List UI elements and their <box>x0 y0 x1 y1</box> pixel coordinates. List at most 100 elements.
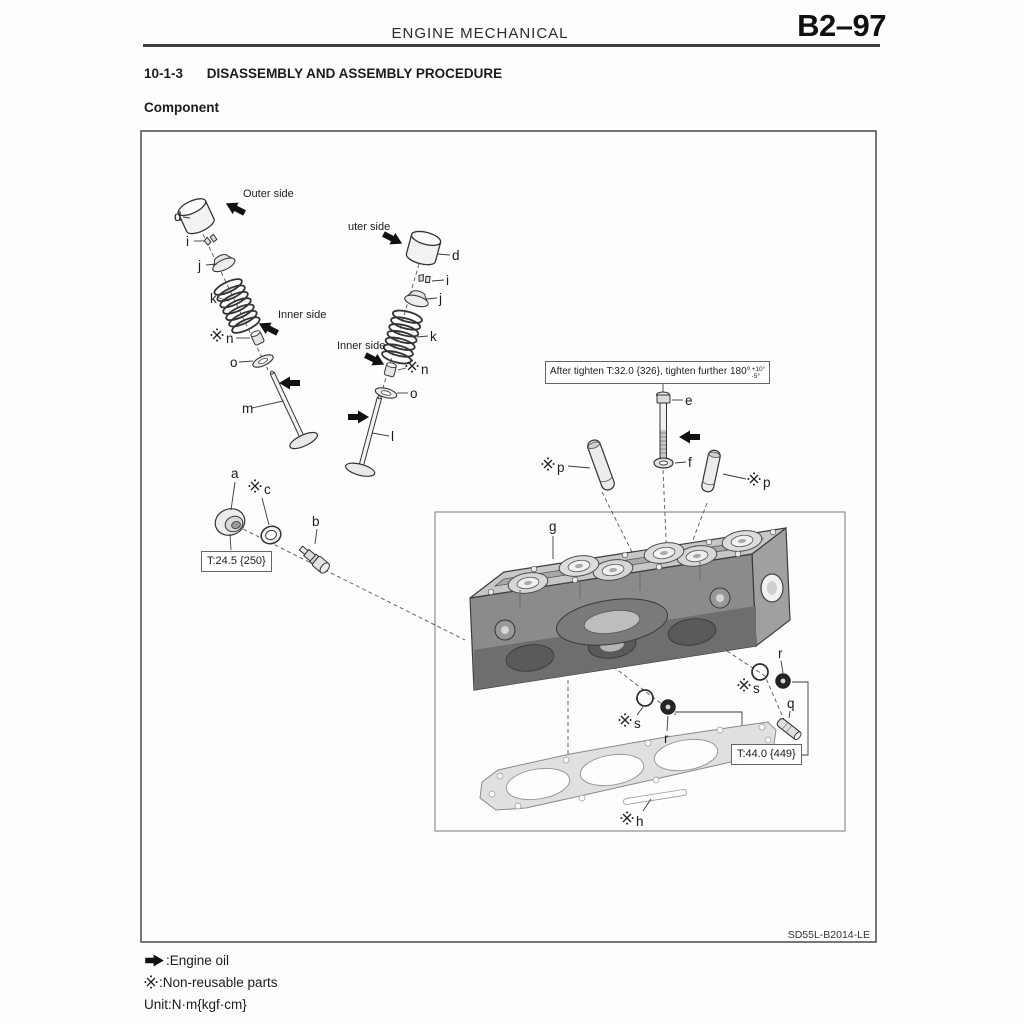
part-label-n-right: n <box>421 362 429 377</box>
header-rule <box>143 44 880 47</box>
part-label-o-left: o <box>230 355 238 370</box>
cylinder-head-box <box>434 511 846 832</box>
stud-b <box>298 545 330 574</box>
head-bolt-e <box>656 391 671 459</box>
head-bolt-group <box>587 382 721 493</box>
stud-torque-text: T:44.0 {449} <box>737 748 796 760</box>
oil-arrow-icon <box>222 197 248 219</box>
bolt-washer-f <box>653 457 674 469</box>
tolerance-minus: -5° <box>751 372 761 380</box>
head-front-face-details <box>474 562 756 690</box>
page-number: B2–97 <box>797 8 886 43</box>
part-label-s-lower: s <box>634 716 641 731</box>
part-label-r-lower: r <box>664 731 669 746</box>
snap-ring-lower <box>636 689 654 707</box>
engine-oil-arrow-icon <box>145 953 164 967</box>
right-seal-parts <box>636 663 809 756</box>
snap-ring-right <box>751 663 769 681</box>
inner-side-label-left: Inner side <box>278 309 326 321</box>
part-label-b: b <box>312 514 320 529</box>
legend-unit: Unit:N·m{kgf·cm} <box>144 993 278 1015</box>
callout-stud-torque: T:44.0 {449} <box>731 744 802 765</box>
part-label-i-left: i <box>186 234 189 249</box>
legend-engine-oil-text: :Engine oil <box>166 952 230 968</box>
non-reusable-icon <box>247 478 263 494</box>
part-label-j-left: j <box>197 258 201 273</box>
valve-stem-seal-left <box>250 330 265 346</box>
callout-plug-torque: T:24.5 {250} <box>201 551 272 572</box>
oil-arrow-icon <box>679 430 700 444</box>
stud-q <box>776 718 802 741</box>
non-reusable-icon <box>540 456 556 472</box>
non-reusable-icon <box>746 471 762 487</box>
plug-and-stud-group <box>214 508 330 574</box>
tolerance-plus: +10° <box>751 366 766 373</box>
non-reusable-icon <box>619 810 635 826</box>
head-gasket <box>479 721 777 811</box>
non-reusable-icon <box>144 975 158 989</box>
valve-assembly-exhaust <box>177 198 319 450</box>
oil-arrow-icon <box>279 376 300 390</box>
head-right-face-hole <box>760 573 784 603</box>
valve-left <box>269 370 319 450</box>
section-title: DISASSEMBLY AND ASSEMBLY PROCEDURE <box>206 66 503 81</box>
part-label-n-left: n <box>226 331 234 346</box>
part-label-c: c <box>264 482 271 497</box>
part-label-h: h <box>636 814 644 829</box>
legend-non-reusable: :Non-reusable parts <box>144 971 278 993</box>
non-reusable-icon <box>736 677 752 693</box>
spring-retainer-left <box>212 253 236 273</box>
legend-non-reusable-text: :Non-reusable parts <box>159 974 278 990</box>
part-label-l: l <box>391 429 394 444</box>
part-label-i-right: i <box>446 273 449 288</box>
valve-lifter-right <box>405 230 442 266</box>
part-label-o-right: o <box>410 386 418 401</box>
valve-right <box>345 395 382 477</box>
part-label-j-right: j <box>438 291 442 306</box>
part-label-e: e <box>685 393 693 408</box>
figure-frame <box>140 130 877 943</box>
part-label-f: f <box>688 455 692 470</box>
callout-head-bolt-torque: After tighten T:32.0 {326}, tighten furt… <box>545 361 771 384</box>
part-label-q: q <box>787 696 795 711</box>
part-label-d-right: d <box>452 248 460 263</box>
dowel-pin-right <box>701 449 721 493</box>
spring-retainer-right <box>404 290 429 308</box>
head-bolt-torque-text: After tighten T:32.0 {326}, tighten furt… <box>550 366 751 377</box>
valve-assembly-intake <box>345 230 442 477</box>
valve-stem-seal-right <box>383 362 397 378</box>
figure-legend: :Engine oil :Non-reusable parts Unit:N·m… <box>144 949 278 1015</box>
legend-engine-oil: :Engine oil <box>144 949 278 971</box>
non-reusable-icon <box>404 358 420 374</box>
leader-lines <box>182 216 791 812</box>
part-label-k-right: k <box>430 329 437 344</box>
legend-unit-text: Unit:N·m{kgf·cm} <box>144 996 247 1012</box>
non-reusable-icon <box>617 712 633 728</box>
cylinder-head-drawing <box>469 526 791 691</box>
section-number: 10-1-3 <box>144 66 184 81</box>
non-reusable-icon <box>209 327 225 343</box>
part-label-p-left: p <box>557 460 565 475</box>
inner-side-label-right: Inner side <box>337 340 385 352</box>
seal-washer-lower <box>660 699 676 715</box>
valve-spring-left <box>213 278 261 334</box>
subsection-title: Component <box>144 100 219 115</box>
camshaft-plug <box>214 508 246 536</box>
head-bolt-tolerance: +10°-5° <box>751 366 766 380</box>
part-label-d-left: d <box>174 209 182 224</box>
spring-towers <box>507 530 763 594</box>
part-label-k-left: k <box>210 291 217 306</box>
dowel-pin-left <box>587 439 615 491</box>
page-title: ENGINE MECHANICAL <box>391 25 569 42</box>
spring-seat-left <box>252 354 274 368</box>
diagram-labels: Outer side Inner side uter side Inner si… <box>174 188 870 941</box>
part-label-r-right: r <box>778 646 783 661</box>
part-label-a: a <box>231 466 239 481</box>
valve-keepers-left <box>203 233 218 246</box>
section-heading: 10-1-3 DISASSEMBLY AND ASSEMBLY PROCEDUR… <box>144 66 502 81</box>
plug-torque-text: T:24.5 {250} <box>207 555 266 567</box>
seal-washer-right <box>775 673 791 689</box>
valve-keepers-right <box>418 274 431 284</box>
part-label-p-right: p <box>763 475 771 490</box>
